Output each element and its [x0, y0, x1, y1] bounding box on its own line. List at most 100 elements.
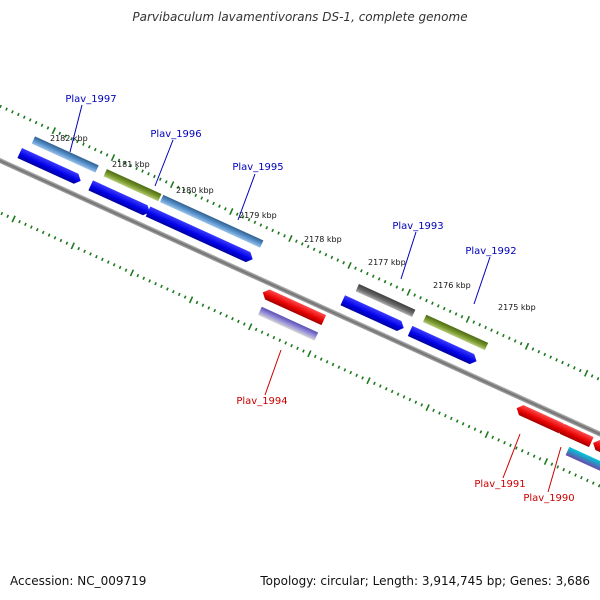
- lower-scale-tick: [207, 306, 211, 310]
- lower-scale-tick: [112, 263, 116, 267]
- feature-bar-plav-1995[interactable]: [159, 194, 264, 248]
- upper-scale-tick: [543, 352, 547, 357]
- lower-scale-tick: [24, 222, 27, 227]
- upper-scale-tick: [318, 250, 322, 254]
- upper-scale-tick: [360, 269, 363, 273]
- lower-scale-tick: [355, 373, 359, 377]
- upper-scale-tick: [169, 181, 175, 189]
- lower-scale-tick: [343, 368, 347, 372]
- upper-scale-tick: [129, 164, 133, 168]
- upper-scale-tick: [277, 231, 280, 235]
- upper-scale-tick: [513, 339, 517, 343]
- upper-scale-tick: [507, 336, 511, 340]
- cds-arrow-plav-1993[interactable]: [340, 295, 406, 333]
- lower-scale-tick: [160, 284, 163, 289]
- upper-scale-tick: [188, 190, 192, 195]
- lower-scale-tick: [272, 335, 276, 340]
- upper-scale-tick: [342, 261, 346, 265]
- upper-scale-tick: [105, 153, 109, 157]
- upper-scale-tick: [46, 126, 50, 130]
- upper-scale-tick: [93, 147, 97, 152]
- cds-arrow-plav-1990[interactable]: [555, 422, 594, 448]
- gene-labels: Plav_1997 Plav_1996 Plav_1995 Plav_1994 …: [65, 94, 574, 504]
- cds-arrow-plav-1991[interactable]: [514, 403, 564, 434]
- upper-scale-tick: [584, 369, 589, 377]
- upper-scale-tick: [413, 293, 417, 297]
- lower-scale-tick: [586, 478, 589, 483]
- upper-scale-tick: [265, 226, 269, 230]
- upper-scale-tick: [117, 158, 121, 163]
- gene-label-plav-1997[interactable]: Plav_1997: [65, 94, 116, 105]
- lower-scale-tick: [526, 451, 530, 456]
- gene-label-plav-1993[interactable]: Plav_1993: [392, 221, 443, 232]
- lower-scale-tick: [41, 230, 45, 235]
- lower-scale-tick: [455, 419, 459, 423]
- cds-arrow-plav-1996[interactable]: [88, 180, 152, 217]
- upper-scale-tick: [573, 366, 576, 370]
- upper-scale-tick: [76, 139, 79, 144]
- upper-scale-tick: [561, 360, 564, 365]
- cds-arrow-plav-1992[interactable]: [407, 325, 479, 366]
- gene-label-plav-1991[interactable]: Plav_1991: [474, 479, 525, 490]
- upper-scale-tick: [288, 234, 293, 243]
- lower-scale-tick: [83, 249, 86, 253]
- upper-scale-tick: [401, 288, 405, 292]
- lower-scale-tick: [89, 252, 92, 256]
- gene-label-plav-1992[interactable]: Plav_1992: [465, 246, 516, 257]
- lower-scale-tick: [59, 238, 63, 243]
- upper-scale-tick: [283, 234, 286, 238]
- upper-scale-tick: [531, 347, 535, 351]
- cds-arrow-plav-1995[interactable]: [145, 206, 255, 264]
- gene-leader-lines: [69, 104, 562, 493]
- upper-scale-tick: [406, 288, 411, 296]
- upper-scale-tick: [5, 107, 8, 111]
- upper-scale-tick: [478, 323, 482, 327]
- lower-scale-tick: [213, 308, 217, 313]
- lower-scale-tick: [550, 462, 554, 466]
- upper-scale-tick: [590, 374, 594, 378]
- upper-scale-tick: [253, 220, 257, 225]
- leader-line-plav-1997: [69, 104, 83, 153]
- gene-label-plav-1990[interactable]: Plav_1990: [523, 493, 574, 504]
- lower-scale-tick: [467, 424, 471, 429]
- kbp-label-2181: 2181 kbp: [112, 160, 150, 169]
- upper-scale-tick: [200, 196, 204, 200]
- lower-scale-tick: [266, 333, 270, 337]
- lower-scale-tick: [532, 454, 536, 458]
- upper-scale-tick: [235, 212, 239, 216]
- kbp-label-2175: 2175 kbp: [498, 303, 536, 312]
- lower-scale-tick: [106, 260, 110, 264]
- upper-scale-tick: [64, 134, 68, 138]
- lower-scale-tick: [35, 228, 39, 232]
- lower-scale-tick: [349, 370, 353, 375]
- genome-title: Parvibaculum lavamentivorans DS-1, compl…: [132, 10, 468, 24]
- gene-label-plav-1996[interactable]: Plav_1996: [150, 129, 201, 140]
- lower-scale-tick: [484, 431, 489, 439]
- lower-scale-tick: [296, 346, 299, 351]
- feature-bar-plav-1992[interactable]: [422, 314, 489, 351]
- lower-scale-tick: [313, 354, 317, 359]
- genome-axis-line: [0, 88, 600, 508]
- cds-arrow-plav-1994[interactable]: [261, 287, 327, 326]
- gene-label-plav-1995[interactable]: Plav_1995: [232, 162, 283, 173]
- lower-scale-tick: [171, 290, 175, 294]
- gene-label-plav-1994[interactable]: Plav_1994: [236, 396, 287, 407]
- upper-scale-tick: [135, 166, 139, 171]
- upper-scale-tick: [182, 188, 186, 192]
- lower-scale-tick: [254, 327, 258, 332]
- feature-bar-plav-1994[interactable]: [258, 306, 319, 341]
- feature-bar-plav-1993[interactable]: [355, 284, 416, 317]
- cds-arrow-plav-1997[interactable]: [17, 148, 83, 186]
- lower-scale-tick: [0, 211, 4, 216]
- lower-scale-tick: [479, 430, 483, 434]
- feature-bar-plav-1996[interactable]: [103, 169, 162, 202]
- upper-scale-tick: [158, 177, 162, 181]
- feature-bar-plav-1997[interactable]: [31, 136, 99, 173]
- leader-line-plav-1995: [237, 173, 256, 221]
- upper-scale-tick: [442, 306, 446, 311]
- accession-text: Accession: NC_009719: [10, 574, 147, 588]
- feature-bar-next-gene[interactable]: [565, 446, 600, 472]
- upper-scale-tick: [82, 142, 85, 146]
